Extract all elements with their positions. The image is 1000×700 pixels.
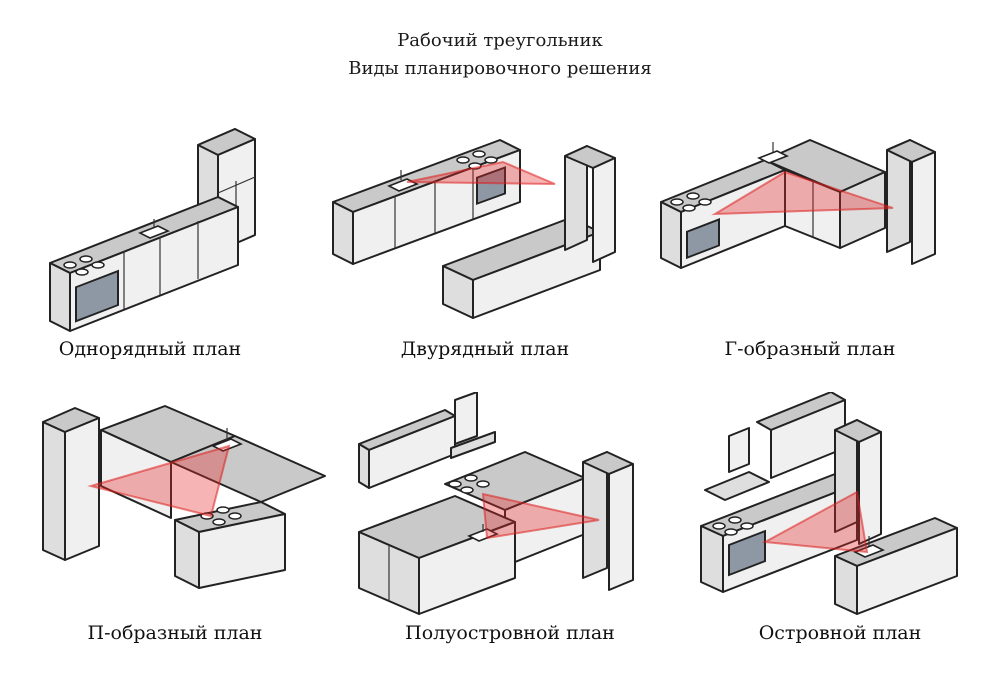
kitchen-single-row bbox=[49, 128, 256, 332]
caption-double-row: Двурядный план bbox=[400, 338, 570, 360]
kitchen-peninsula bbox=[358, 392, 634, 615]
diagram-subtitle: Виды планировочного решения bbox=[348, 58, 652, 79]
caption-l-shaped: Г-образный план bbox=[724, 338, 896, 360]
caption-island: Островной план bbox=[758, 622, 922, 644]
caption-peninsula: Полуостровной план bbox=[405, 622, 615, 644]
diagram-title: Рабочий треугольник bbox=[397, 30, 603, 51]
kitchen-double-row bbox=[332, 139, 616, 319]
kitchen-u-shaped bbox=[42, 405, 326, 589]
caption-single-row: Однорядный план bbox=[58, 338, 242, 360]
caption-u-shaped: П-образный план bbox=[87, 622, 263, 644]
kitchen-l-shaped bbox=[660, 139, 936, 269]
kitchen-island bbox=[700, 392, 958, 615]
